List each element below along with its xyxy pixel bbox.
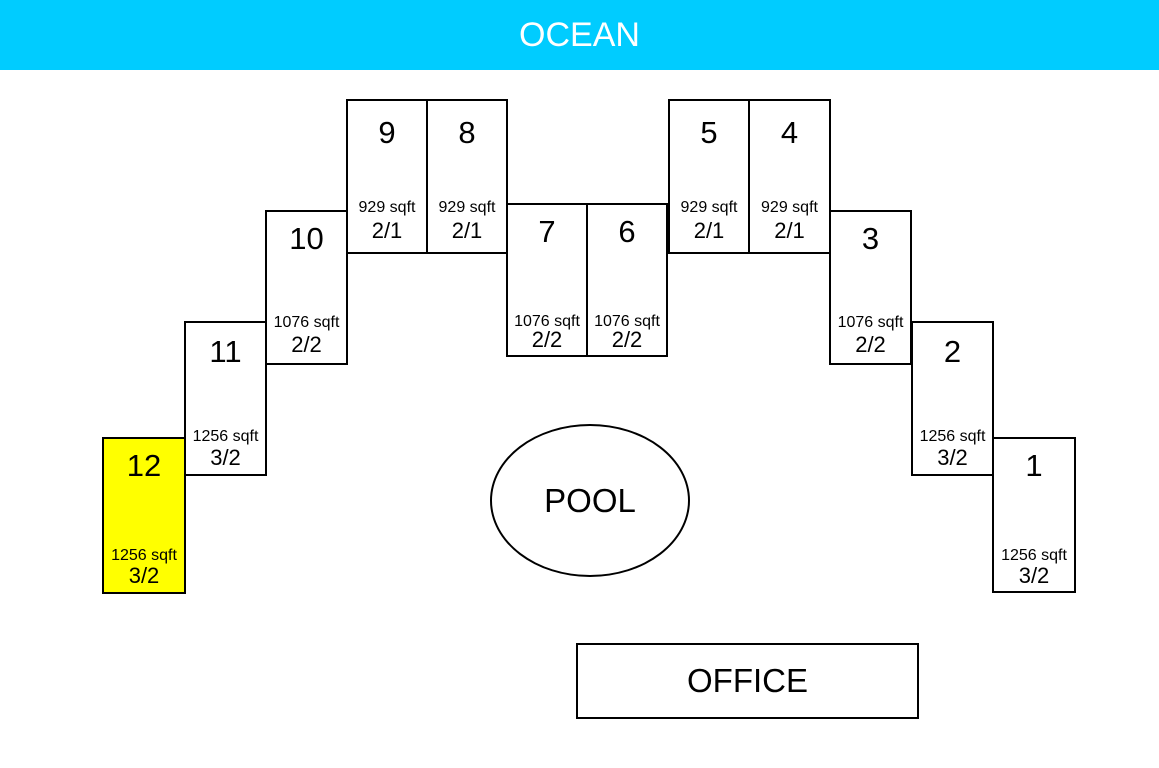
unit-number: 10	[289, 221, 324, 256]
unit-number: 2	[943, 334, 962, 369]
unit-number: 11	[209, 334, 242, 369]
unit-number: 3	[861, 221, 880, 256]
unit-sqft: 1076 sqft	[273, 314, 340, 331]
unit-8[interactable]: 8 929 sqft 2/1	[426, 99, 508, 254]
unit-bed-bath: 3/2	[1018, 563, 1050, 588]
unit-bed-bath: 3/2	[128, 563, 160, 588]
unit-5[interactable]: 5 929 sqft 2/1	[668, 99, 750, 254]
unit-bed-bath: 2/2	[855, 332, 886, 357]
office[interactable]: OFFICE	[576, 643, 919, 719]
unit-sqft: 1256 sqft	[111, 547, 177, 564]
ocean-label: OCEAN	[519, 15, 640, 54]
unit-number: 8	[458, 115, 476, 150]
unit-4[interactable]: 4 929 sqft 2/1	[748, 99, 831, 254]
unit-sqft: 929 sqft	[438, 199, 496, 216]
unit-2[interactable]: 2 1256 sqft 3/2	[911, 321, 994, 476]
unit-12[interactable]: 12 1256 sqft 3/2	[102, 437, 186, 594]
unit-number: 4	[780, 115, 799, 150]
unit-sqft: 929 sqft	[680, 199, 738, 216]
unit-bed-bath: 2/2	[611, 327, 643, 352]
unit-sqft: 1076 sqft	[514, 313, 580, 330]
unit-number: 6	[618, 214, 636, 249]
unit-10[interactable]: 10 1076 sqft 2/2	[265, 210, 348, 365]
unit-11[interactable]: 11 1256 sqft 3/2	[184, 321, 267, 476]
unit-6[interactable]: 6 1076 sqft 2/2	[586, 203, 668, 357]
unit-bed-bath: 2/1	[774, 218, 805, 243]
unit-number: 1	[1025, 448, 1043, 483]
unit-bed-bath: 3/2	[937, 445, 968, 470]
unit-sqft: 1256 sqft	[919, 428, 986, 445]
unit-sqft: 1256 sqft	[1001, 547, 1067, 564]
unit-sqft: 1256 sqft	[192, 428, 259, 445]
unit-bed-bath: 3/2	[210, 445, 241, 470]
unit-1[interactable]: 1 1256 sqft 3/2	[992, 437, 1076, 593]
unit-bed-bath: 2/1	[371, 218, 403, 243]
unit-number: 5	[700, 115, 718, 150]
unit-number: 12	[126, 448, 162, 483]
unit-bed-bath: 2/2	[531, 327, 563, 352]
pool: POOL	[490, 424, 690, 577]
unit-3[interactable]: 3 1076 sqft 2/2	[829, 210, 912, 365]
ocean-banner: OCEAN	[0, 0, 1159, 70]
unit-bed-bath: 2/2	[291, 332, 322, 357]
pool-label: POOL	[544, 481, 636, 519]
unit-7[interactable]: 7 1076 sqft 2/2	[506, 203, 588, 357]
unit-sqft: 929 sqft	[358, 199, 416, 216]
unit-9[interactable]: 9 929 sqft 2/1	[346, 99, 428, 254]
unit-bed-bath: 2/1	[451, 218, 483, 243]
office-label: OFFICE	[687, 662, 808, 699]
unit-sqft: 1076 sqft	[594, 313, 660, 330]
unit-bed-bath: 2/1	[693, 218, 725, 243]
unit-number: 7	[538, 214, 556, 249]
unit-sqft: 1076 sqft	[837, 314, 904, 331]
unit-number: 9	[378, 115, 396, 150]
unit-sqft: 929 sqft	[761, 199, 818, 216]
